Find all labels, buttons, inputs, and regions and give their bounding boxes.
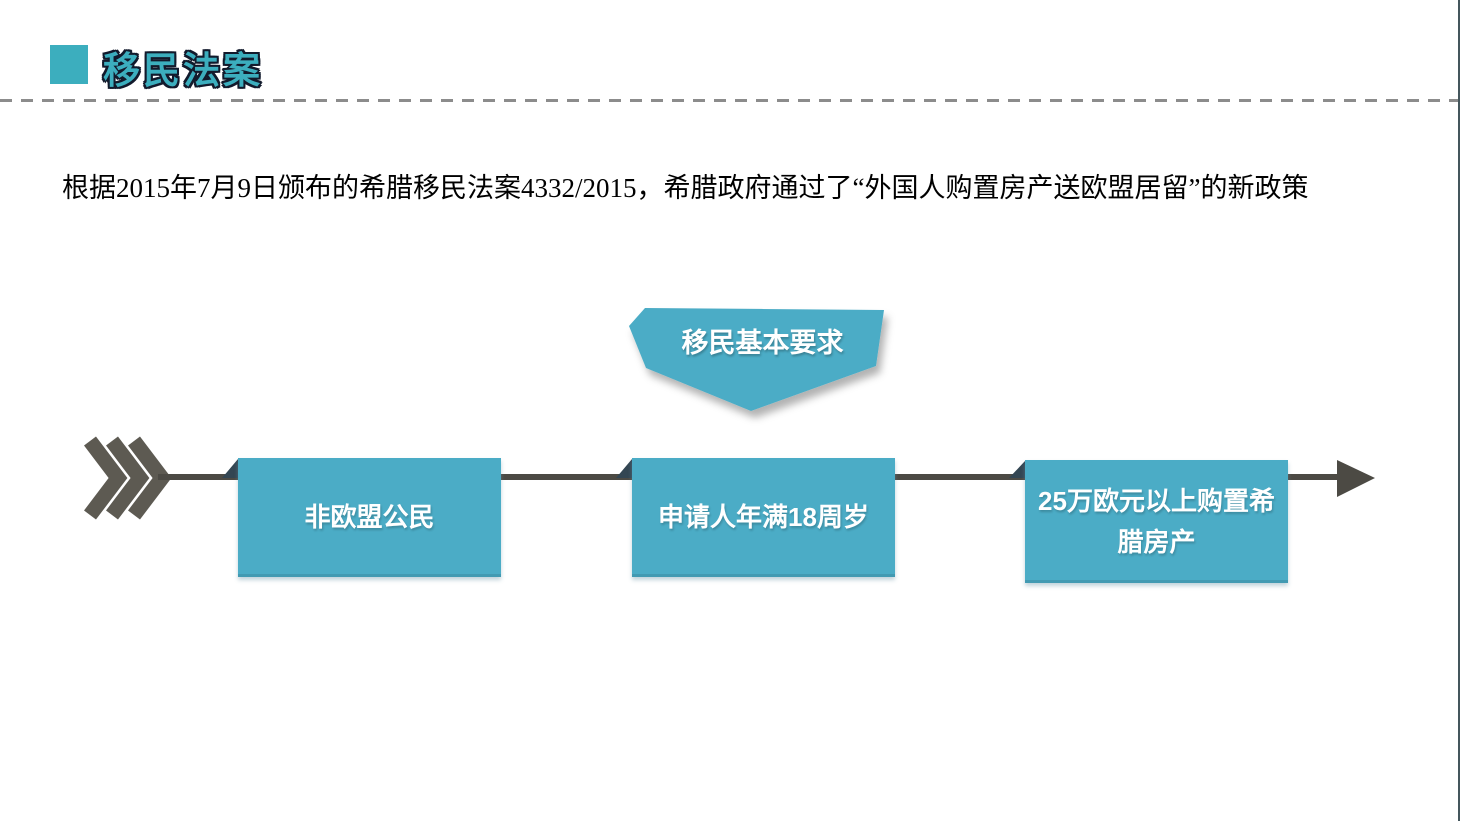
- title-accent-square: [50, 45, 88, 84]
- step-box-non-eu-citizen: 非欧盟公民: [238, 458, 501, 577]
- step-label: 25万欧元以上购置希腊房产: [1038, 486, 1275, 557]
- callout-pentagon: [629, 308, 884, 411]
- step-box-age-18: 申请人年满18周岁: [632, 458, 895, 577]
- slide-right-edge: [1458, 0, 1460, 821]
- step-box-property-250k: 25万欧元以上购置希腊房产: [1025, 460, 1288, 583]
- chevron-fletching-icon: [84, 436, 172, 520]
- callout-label: 移民基本要求: [681, 327, 844, 358]
- step-label: 非欧盟公民: [304, 502, 435, 533]
- step-label: 申请人年满18周岁: [658, 502, 869, 533]
- intro-paragraph: 根据2015年7月9日颁布的希腊移民法案4332/2015，希腊政府通过了“外国…: [62, 173, 1309, 203]
- dashed-divider: [0, 99, 1460, 102]
- fold-triangles: [222, 459, 1025, 478]
- page-title: 移民法案: [102, 49, 263, 93]
- arrowhead-icon: [1337, 460, 1375, 497]
